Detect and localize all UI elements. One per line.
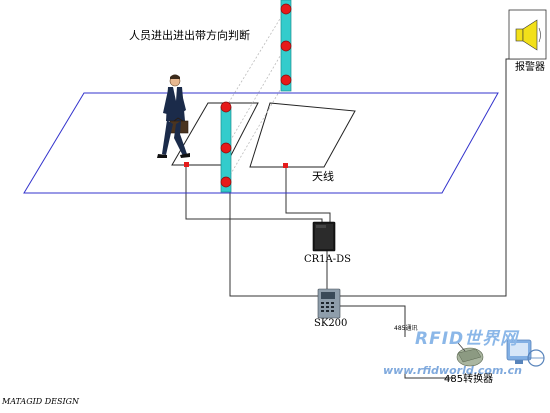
sensor-beams [225, 8, 287, 183]
wire-controller-converter [340, 305, 406, 337]
reader-label: CR1A-DS [304, 254, 352, 265]
back-post-sensor-2 [280, 40, 292, 52]
wire-post-controller [229, 186, 318, 297]
wire-antenna2-reader [285, 167, 331, 222]
alarm-label: 报警器 [515, 62, 545, 73]
bus-label: 485通讯 [394, 325, 418, 332]
antenna-connector-2 [283, 163, 288, 168]
antenna-label: 天线 [312, 170, 334, 183]
converter-label: 485转换器 [444, 374, 494, 385]
wire-controller-alarm [340, 58, 520, 297]
antenna-loop-2 [249, 102, 356, 168]
wire-converter-link [404, 371, 455, 379]
walking-person-icon [157, 74, 190, 158]
design-credit: MATAGID DESIGN [2, 397, 79, 406]
watermark-url: www.rfidworld.com.cn [383, 364, 522, 377]
converter-device-icon [456, 342, 484, 367]
controller-device-icon [317, 288, 341, 319]
front-post-sensor-3 [220, 176, 232, 188]
floor-outline [23, 92, 499, 194]
reader-device-icon [312, 221, 336, 252]
alarm-horn-icon [508, 9, 547, 60]
front-post-sensor-2 [220, 142, 232, 154]
wire-antenna1-reader [185, 167, 323, 222]
watermark-logo-icon [506, 339, 545, 367]
controller-label: SK200 [314, 318, 348, 329]
diagram-title: 人员进出进出带方向判断 [129, 29, 250, 42]
back-post-sensor-1 [280, 3, 292, 15]
antenna-connector-1 [184, 162, 189, 167]
back-post-sensor-3 [280, 74, 292, 86]
watermark-text: RFID世界网 [415, 329, 519, 349]
front-post-sensor-1 [220, 101, 232, 113]
